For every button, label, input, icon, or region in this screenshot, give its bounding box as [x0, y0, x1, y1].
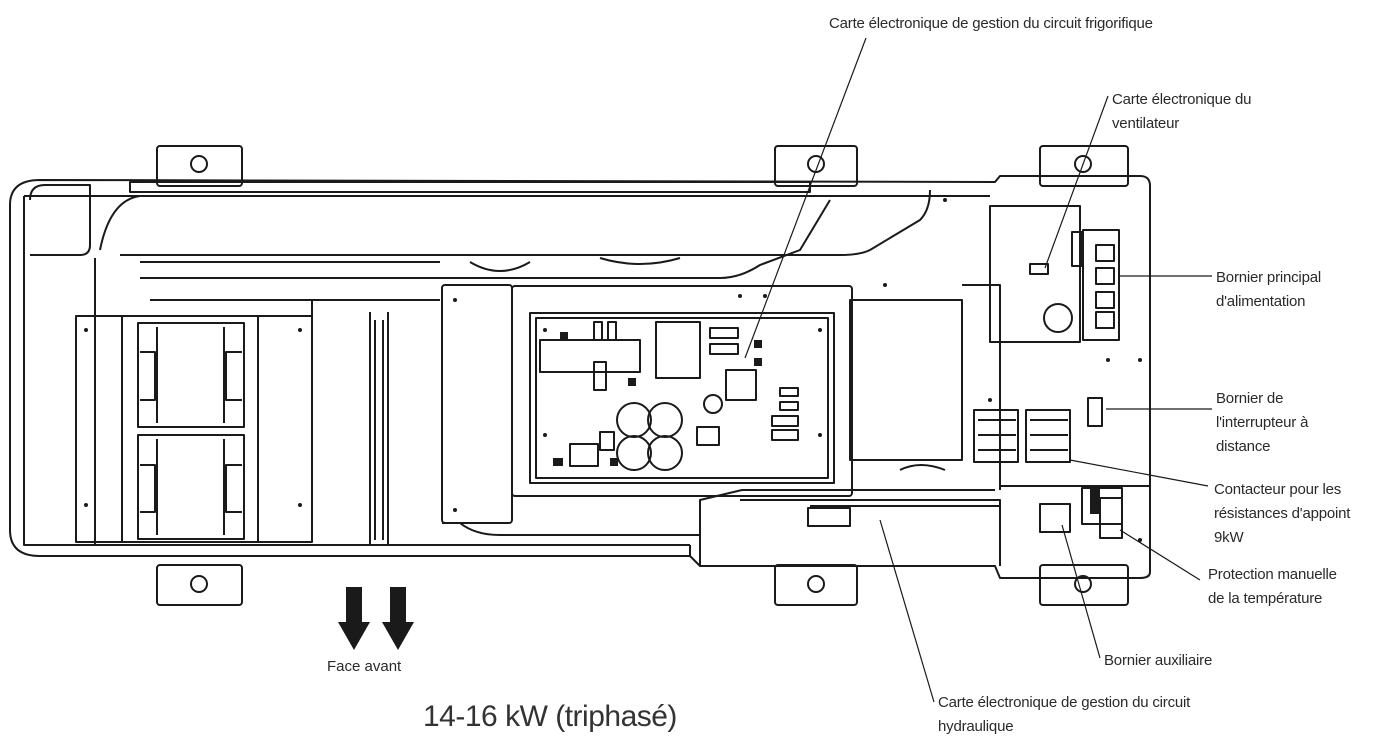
- aux-terminal-block: [1039, 503, 1071, 533]
- mounting-foot: [156, 564, 243, 606]
- label-remote-switch-terminal: Bornier de l'interrupteur à distance: [1216, 390, 1309, 455]
- fan-board-housing: [989, 205, 1081, 343]
- label-hydraulic-board: Carte électronique de gestion du circuit…: [938, 694, 1191, 735]
- leader-lines: [744, 37, 1212, 703]
- fastener-dots: [84, 198, 1142, 542]
- mounting-foot: [1039, 564, 1129, 606]
- diagram-caption: 14-16 kW (triphasé): [423, 700, 677, 733]
- label-main-terminal: Bornier principal d'alimentation: [1216, 269, 1321, 310]
- electronic-board: [529, 312, 835, 484]
- label-refrigerant-board: Carte électronique de gestion du circuit…: [829, 15, 1153, 32]
- left-grille-lower: [137, 434, 245, 540]
- control-box: [511, 285, 853, 497]
- label-manual-protection: Protection manuelle de la température: [1208, 566, 1337, 607]
- remote-switch-terminal: [973, 409, 1019, 463]
- left-grille-upper: [137, 322, 245, 428]
- unit-casing: [9, 175, 1151, 579]
- mounting-foot: [156, 145, 243, 187]
- control-box-cover: [441, 284, 513, 524]
- label-aux-terminal: Bornier auxiliaire: [1104, 652, 1213, 669]
- front-arrows: [338, 587, 414, 650]
- down-arrow-icon: [382, 587, 414, 650]
- label-fan-board: Carte électronique du ventilateur: [1112, 91, 1252, 132]
- top-duct: [129, 181, 811, 193]
- manual-protection-device: [1081, 487, 1123, 525]
- mounting-foot: [1039, 145, 1129, 187]
- down-arrow-icon: [338, 587, 370, 650]
- mounting-foot: [774, 145, 858, 187]
- mounting-foot: [774, 564, 858, 606]
- front-label: Face avant: [327, 658, 402, 675]
- label-backup-contactor: Contacteur pour les résistances d'appoin…: [1214, 481, 1351, 546]
- backup-contactor-block: [1025, 409, 1071, 463]
- left-panel: [75, 315, 313, 543]
